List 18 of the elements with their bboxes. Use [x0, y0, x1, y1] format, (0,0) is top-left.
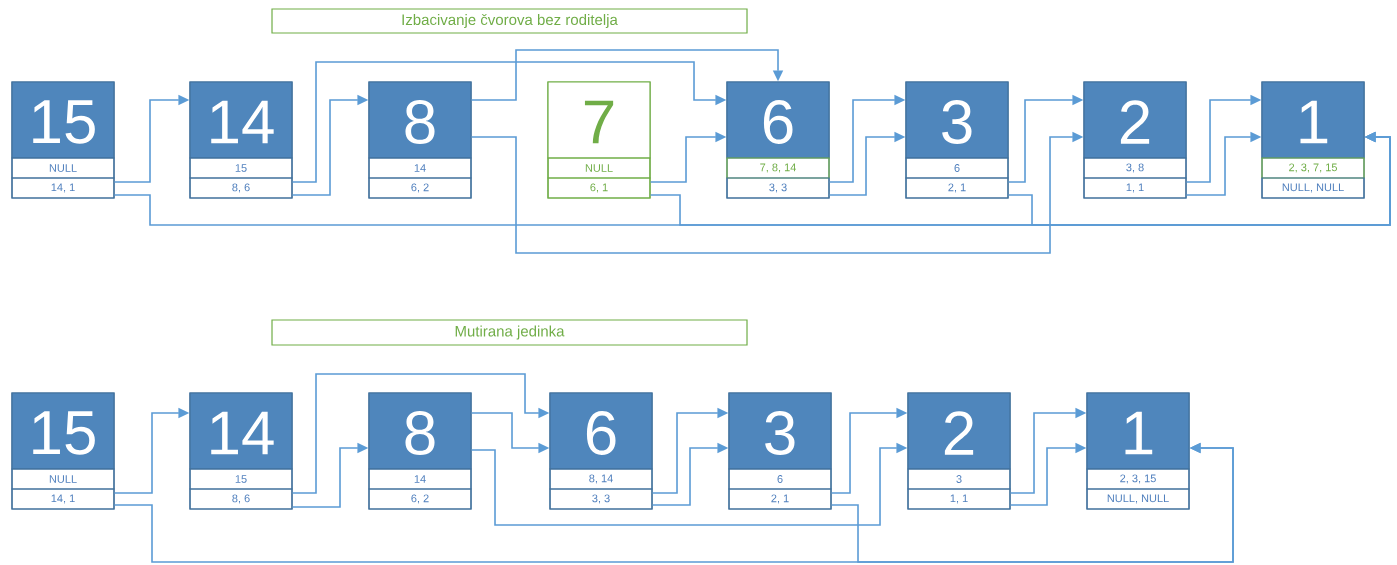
- list-node: 6 7, 8, 14 3, 3: [726, 81, 830, 199]
- list-node: 1 2, 3, 15 NULL, NULL: [1086, 392, 1190, 510]
- list-node: 8 14 6, 2: [368, 81, 472, 199]
- list-node: 7 NULL 6, 1: [547, 81, 651, 199]
- list-node: 3 6 2, 1: [728, 392, 832, 510]
- list-node: 15 NULL 14, 1: [11, 392, 115, 510]
- title-box: Izbacivanje čvorova bez roditelja: [271, 8, 748, 34]
- list-node: 14 15 8, 6: [189, 392, 293, 510]
- connector-arrow: [470, 49, 784, 101]
- list-node: 2 3, 8 1, 1: [1083, 81, 1187, 199]
- list-node: 1 2, 3, 7, 15 NULL, NULL: [1261, 81, 1365, 199]
- list-node: 2 3 1, 1: [907, 392, 1011, 510]
- list-node: 6 8, 14 3, 3: [549, 392, 653, 510]
- list-node: 8 14 6, 2: [368, 392, 472, 510]
- title-box: Mutirana jedinka: [271, 319, 748, 346]
- list-node: 3 6 2, 1: [905, 81, 1009, 199]
- list-node: 15 NULL 14, 1: [11, 81, 115, 199]
- list-node: 14 15 8, 6: [189, 81, 293, 199]
